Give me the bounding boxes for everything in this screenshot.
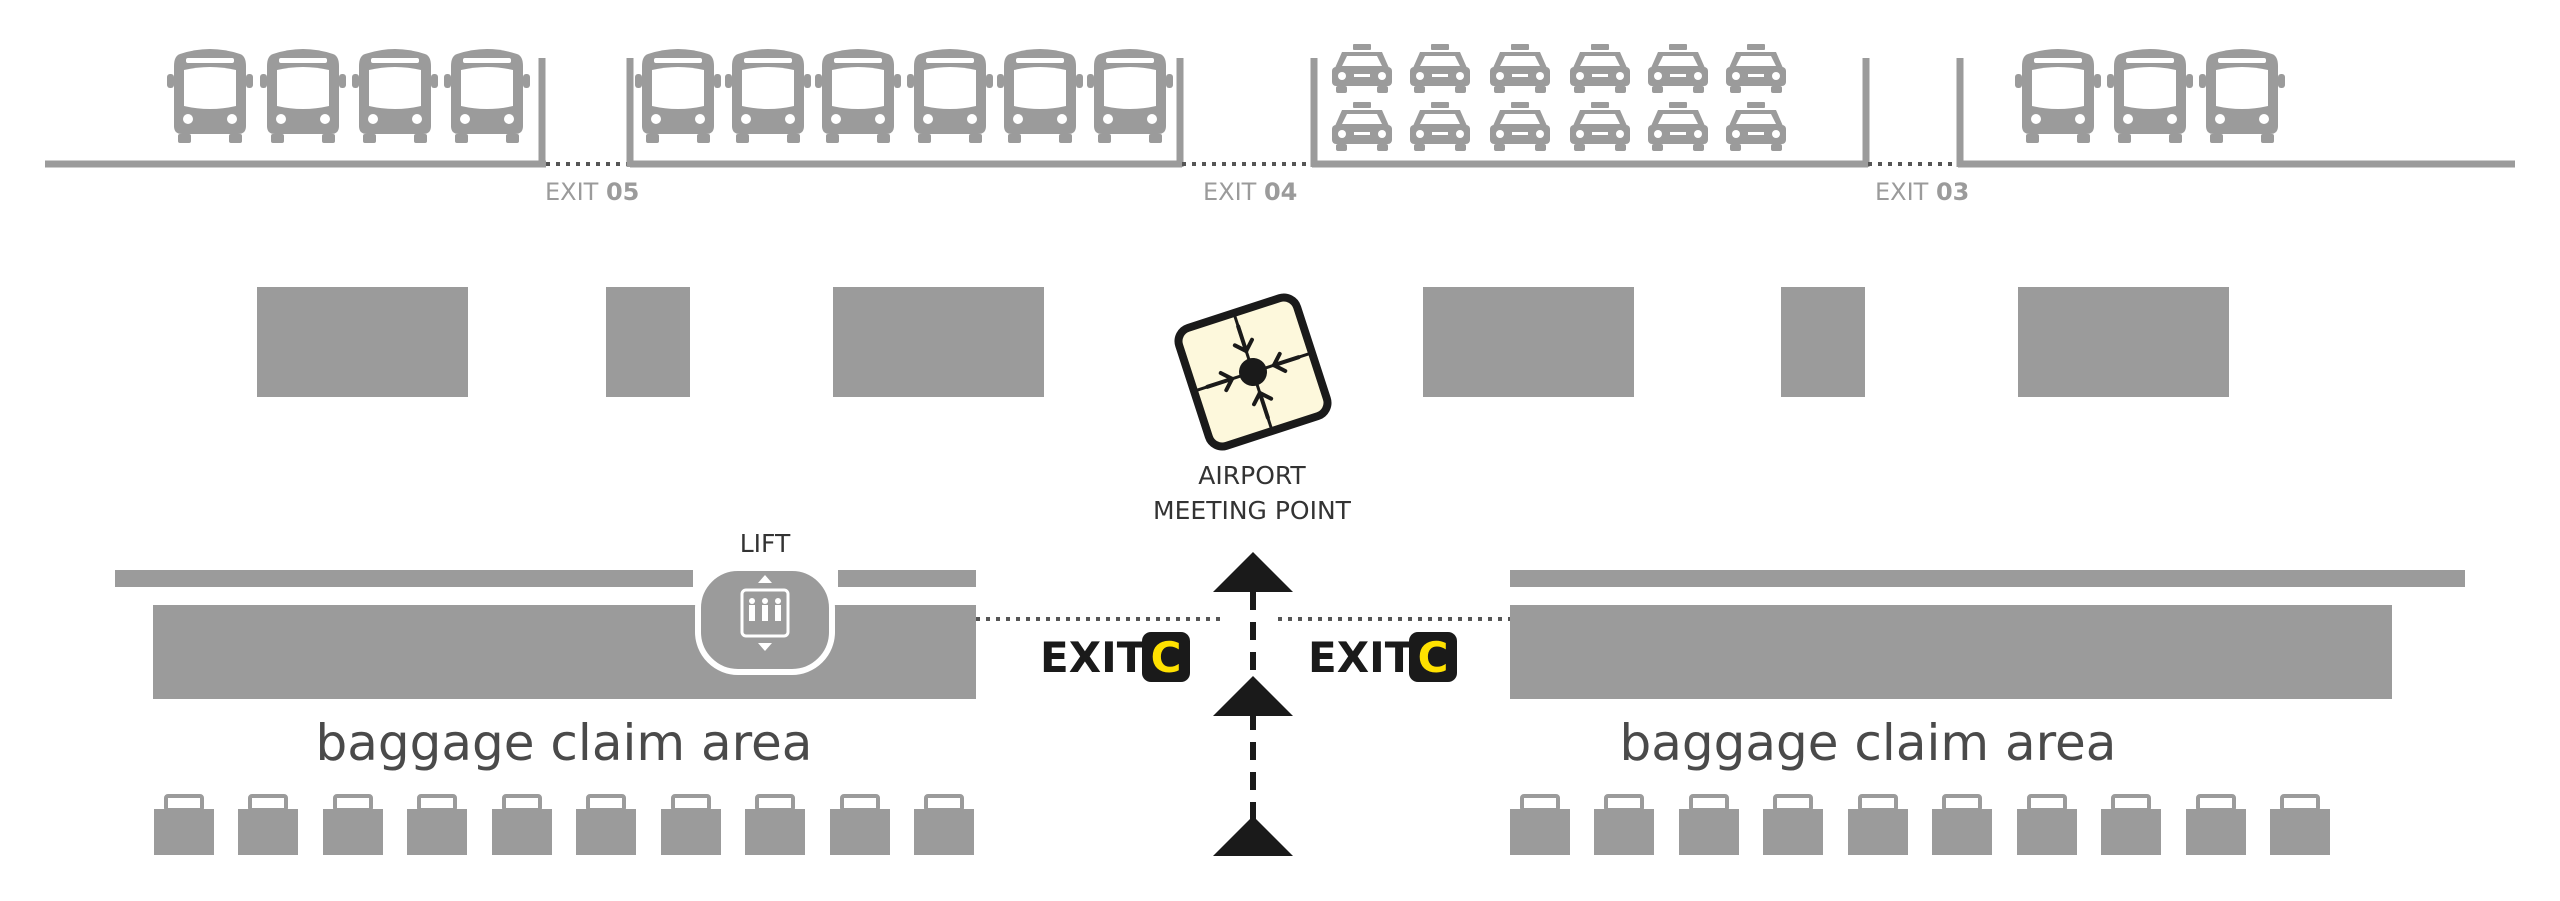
luggage-icon [1761,794,1825,857]
luggage-icon [1508,794,1572,857]
exit-c-letter: C [1418,633,1449,682]
meeting-point-label-line2: MEETING POINT [1153,496,1352,525]
taxi-icon [1410,102,1470,151]
luggage-row-right [1508,794,2332,857]
bus-icon [2107,49,2193,143]
building-block [1423,287,1634,397]
luggage-icon [659,794,723,857]
exit-c-sign-right: EXIT C [1308,632,1457,682]
meeting-point-label-line1: AIRPORT [1198,461,1306,490]
luggage-icon [1592,794,1656,857]
bus-icon [2015,49,2101,143]
taxi-icon [1570,44,1630,93]
bus-icon [1087,49,1173,143]
bus-icon [907,49,993,143]
bus-icon [815,49,901,143]
exit-05-gap: EXIT 05 [545,162,639,206]
building-block [606,287,690,397]
baggage-area-right: baggage claim area [1510,570,2465,772]
bus-bay-right [1956,49,2515,168]
building-block [257,287,468,397]
taxi-icon [1570,102,1630,151]
lift[interactable]: LIFT [695,529,835,675]
taxi-icon [1332,102,1392,151]
luggage-icon [2015,794,2079,857]
bus-icon [167,49,253,143]
building-block [2018,287,2229,397]
exit-c-word: EXIT [1040,633,1146,682]
luggage-icon [405,794,469,857]
baggage-carousel [1510,605,2392,699]
luggage-icon [743,794,807,857]
baggage-claim-label-left: baggage claim area [316,714,813,772]
up-arrow-icon [1213,816,1293,856]
exit-03-gap: EXIT 03 [1868,162,1969,206]
lift-label: LIFT [740,529,791,558]
taxi-icon [1726,102,1786,151]
taxi-icon [1726,44,1786,93]
bus-bay-left [45,49,546,168]
baggage-carousel [153,605,976,699]
luggage-row-left [152,794,976,857]
taxi-bay [1310,44,1870,168]
luggage-icon [490,794,554,857]
walk-path-arrows [1213,552,1293,856]
luggage-icon [1677,794,1741,857]
up-arrow-icon [1213,552,1293,592]
luggage-icon [912,794,976,857]
exit-04-gap: EXIT 04 [1182,162,1312,206]
taxi-icon [1648,102,1708,151]
up-arrow-icon [1213,676,1293,716]
terminal-blocks [257,287,2229,397]
exit-c-badge [1142,632,1190,682]
luggage-icon [2184,794,2248,857]
exit-c-letter: C [1151,633,1182,682]
taxi-icon [1648,44,1708,93]
luggage-icon [152,794,216,857]
baggage-claim-label-right: baggage claim area [1620,714,2117,772]
bus-bay-center [626,49,1184,168]
taxi-icon [1332,44,1392,93]
meeting-point-icon [1174,293,1332,451]
bus-icon [635,49,721,143]
taxi-icon [1410,44,1470,93]
bus-icon [444,49,530,143]
bus-icon [2199,49,2285,143]
building-block [833,287,1044,397]
exit-c-sign-left: EXIT C [1040,632,1190,682]
meeting-point: AIRPORT MEETING POINT [1153,293,1352,525]
luggage-icon [2099,794,2163,857]
luggage-icon [574,794,638,857]
exit-05-label: EXIT 05 [545,178,639,206]
luggage-icon [321,794,385,857]
building-block [1781,287,1865,397]
luggage-icon [236,794,300,857]
bus-icon [260,49,346,143]
luggage-icon [2268,794,2332,857]
bus-icon [352,49,438,143]
exit-04-label: EXIT 04 [1203,178,1297,206]
baggage-area-left: baggage claim area [115,570,976,772]
exit-03-label: EXIT 03 [1875,178,1969,206]
exit-c-badge [1409,632,1457,682]
exit-c-word: EXIT [1308,633,1414,682]
luggage-icon [1846,794,1910,857]
luggage-icon [828,794,892,857]
bus-icon [997,49,1083,143]
taxi-icon [1490,102,1550,151]
luggage-icon [1930,794,1994,857]
taxi-icon [1490,44,1550,93]
bus-icon [725,49,811,143]
